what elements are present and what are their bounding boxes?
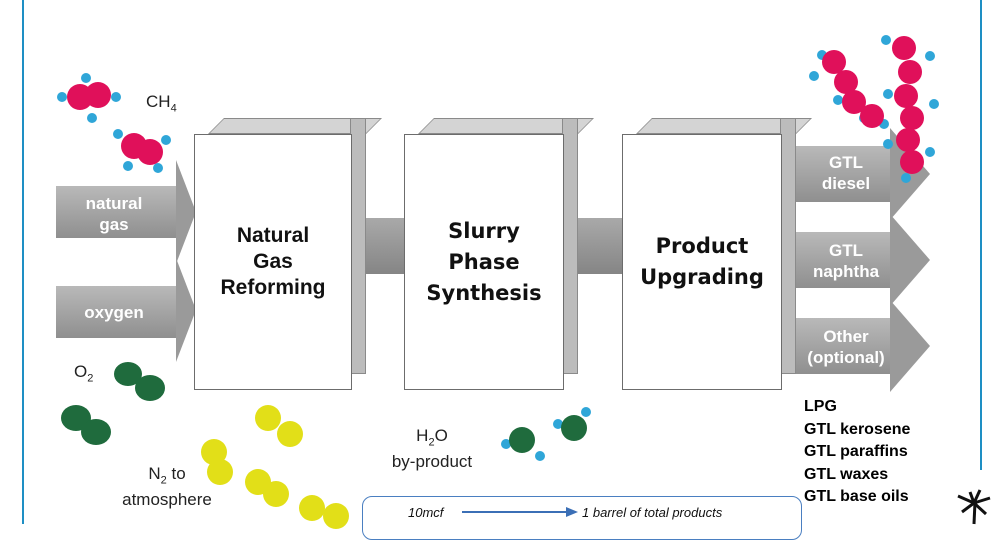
natural-gas-label: natural gas (85, 194, 143, 234)
natural-gas-arrowhead (176, 160, 196, 264)
naphtha-label: GTL naphtha (812, 241, 880, 281)
palm-tree-icon (957, 489, 991, 525)
diesel-arrow (796, 146, 892, 202)
oxygen-arrowhead (176, 258, 196, 362)
upgrading-box-side (780, 118, 796, 374)
natural-gas-arrow (56, 186, 180, 238)
frame-right-line (980, 0, 982, 470)
frame-left-line (22, 0, 24, 524)
scale-arrow-icon (462, 507, 578, 517)
diesel-arrowhead (890, 128, 930, 220)
product-waxes: GTL waxes (804, 465, 889, 483)
synthesis-box: Slurry Phase Synthesis (404, 134, 564, 390)
scale-output-label: 1 barrel of total products (582, 505, 723, 520)
methane-molecule-1 (57, 73, 121, 123)
nitrogen-molecules (201, 405, 349, 529)
reforming-label: Natural Gas Reforming (220, 224, 326, 299)
water-byproduct-label: H2O by-product (391, 426, 473, 472)
other-products-list: LPG GTL kerosene GTL paraffins GTL waxes… (804, 396, 910, 509)
scale-input-label: 10mcf (408, 505, 444, 520)
product-lpg: LPG (804, 398, 837, 415)
synthesis-label: Slurry Phase Synthesis (426, 218, 542, 305)
nitrogen-byproduct-label: N2 to atmosphere (122, 464, 212, 510)
naphtha-arrowhead (890, 214, 930, 306)
other-arrowhead (890, 300, 930, 392)
methane-formula: CH4 (146, 92, 177, 115)
reforming-box: Natural Gas Reforming (194, 134, 352, 390)
other-arrow (796, 318, 892, 374)
product-kerosene: GTL kerosene (804, 420, 911, 438)
product-paraffins: GTL paraffins (804, 443, 908, 460)
other-label: Other (optional) (807, 327, 885, 367)
upgrading-label: Product Upgrading (640, 234, 764, 289)
oxygen-label: oxygen (84, 303, 144, 322)
upgrading-box: Product Upgrading (622, 134, 782, 390)
oxygen-arrow (56, 286, 180, 338)
water-molecules (501, 407, 591, 461)
diesel-label: GTL diesel (821, 153, 871, 193)
product-base-oils: GTL base oils (804, 488, 909, 505)
oxygen-formula: O2 (74, 362, 94, 385)
synthesis-box-side (562, 118, 578, 374)
methane-molecule-2 (113, 129, 171, 173)
reforming-box-side (350, 118, 366, 374)
naphtha-arrow (796, 232, 892, 288)
